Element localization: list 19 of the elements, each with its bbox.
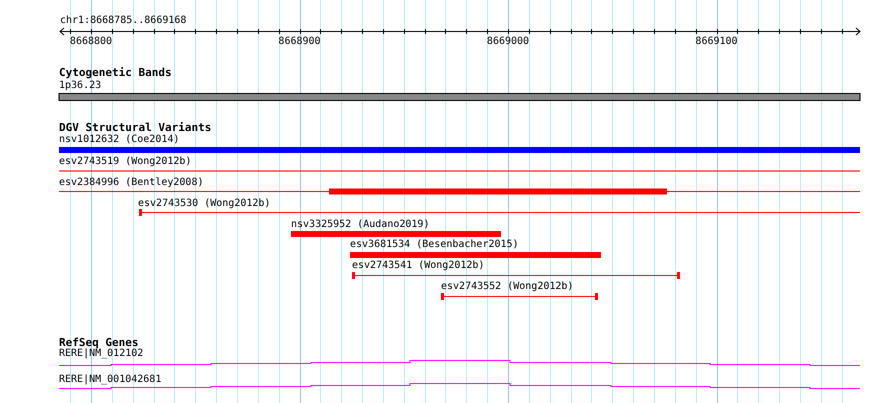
- ruler-tick-label: 8668900: [278, 36, 321, 48]
- band-label: 1p36.23: [59, 80, 102, 92]
- feature-label: nsv1012632 (Coe2014): [59, 134, 180, 146]
- feature-label: esv3681534 (Besenbacher2015): [350, 239, 519, 251]
- ruler-tick-label: 8668800: [70, 36, 112, 48]
- track-heading: RefSeq Genes: [59, 337, 138, 349]
- gene-label: RERE|NM_001042681: [59, 374, 162, 386]
- track-heading: DGV Structural Variants: [59, 122, 212, 134]
- feature-label: esv2384996 (Bentley2008): [59, 177, 204, 189]
- ruler-tick-label: 8669100: [695, 36, 738, 48]
- feature-label: esv2743519 (Wong2012b): [59, 156, 192, 168]
- feature-label: esv2743541 (Wong2012b): [352, 260, 484, 272]
- feature-label: nsv3325952 (Audano2019): [291, 219, 430, 231]
- ruler-tick-label: 8669000: [486, 36, 530, 48]
- track-heading: Cytogenetic Bands: [59, 67, 172, 79]
- position-label: chr1:8668785..8669168: [60, 15, 186, 27]
- feature-label: esv2743552 (Wong2012b): [441, 281, 574, 293]
- gene-label: RERE|NM_012102: [59, 348, 144, 360]
- feature-label: esv2743530 (Wong2012b): [138, 198, 270, 210]
